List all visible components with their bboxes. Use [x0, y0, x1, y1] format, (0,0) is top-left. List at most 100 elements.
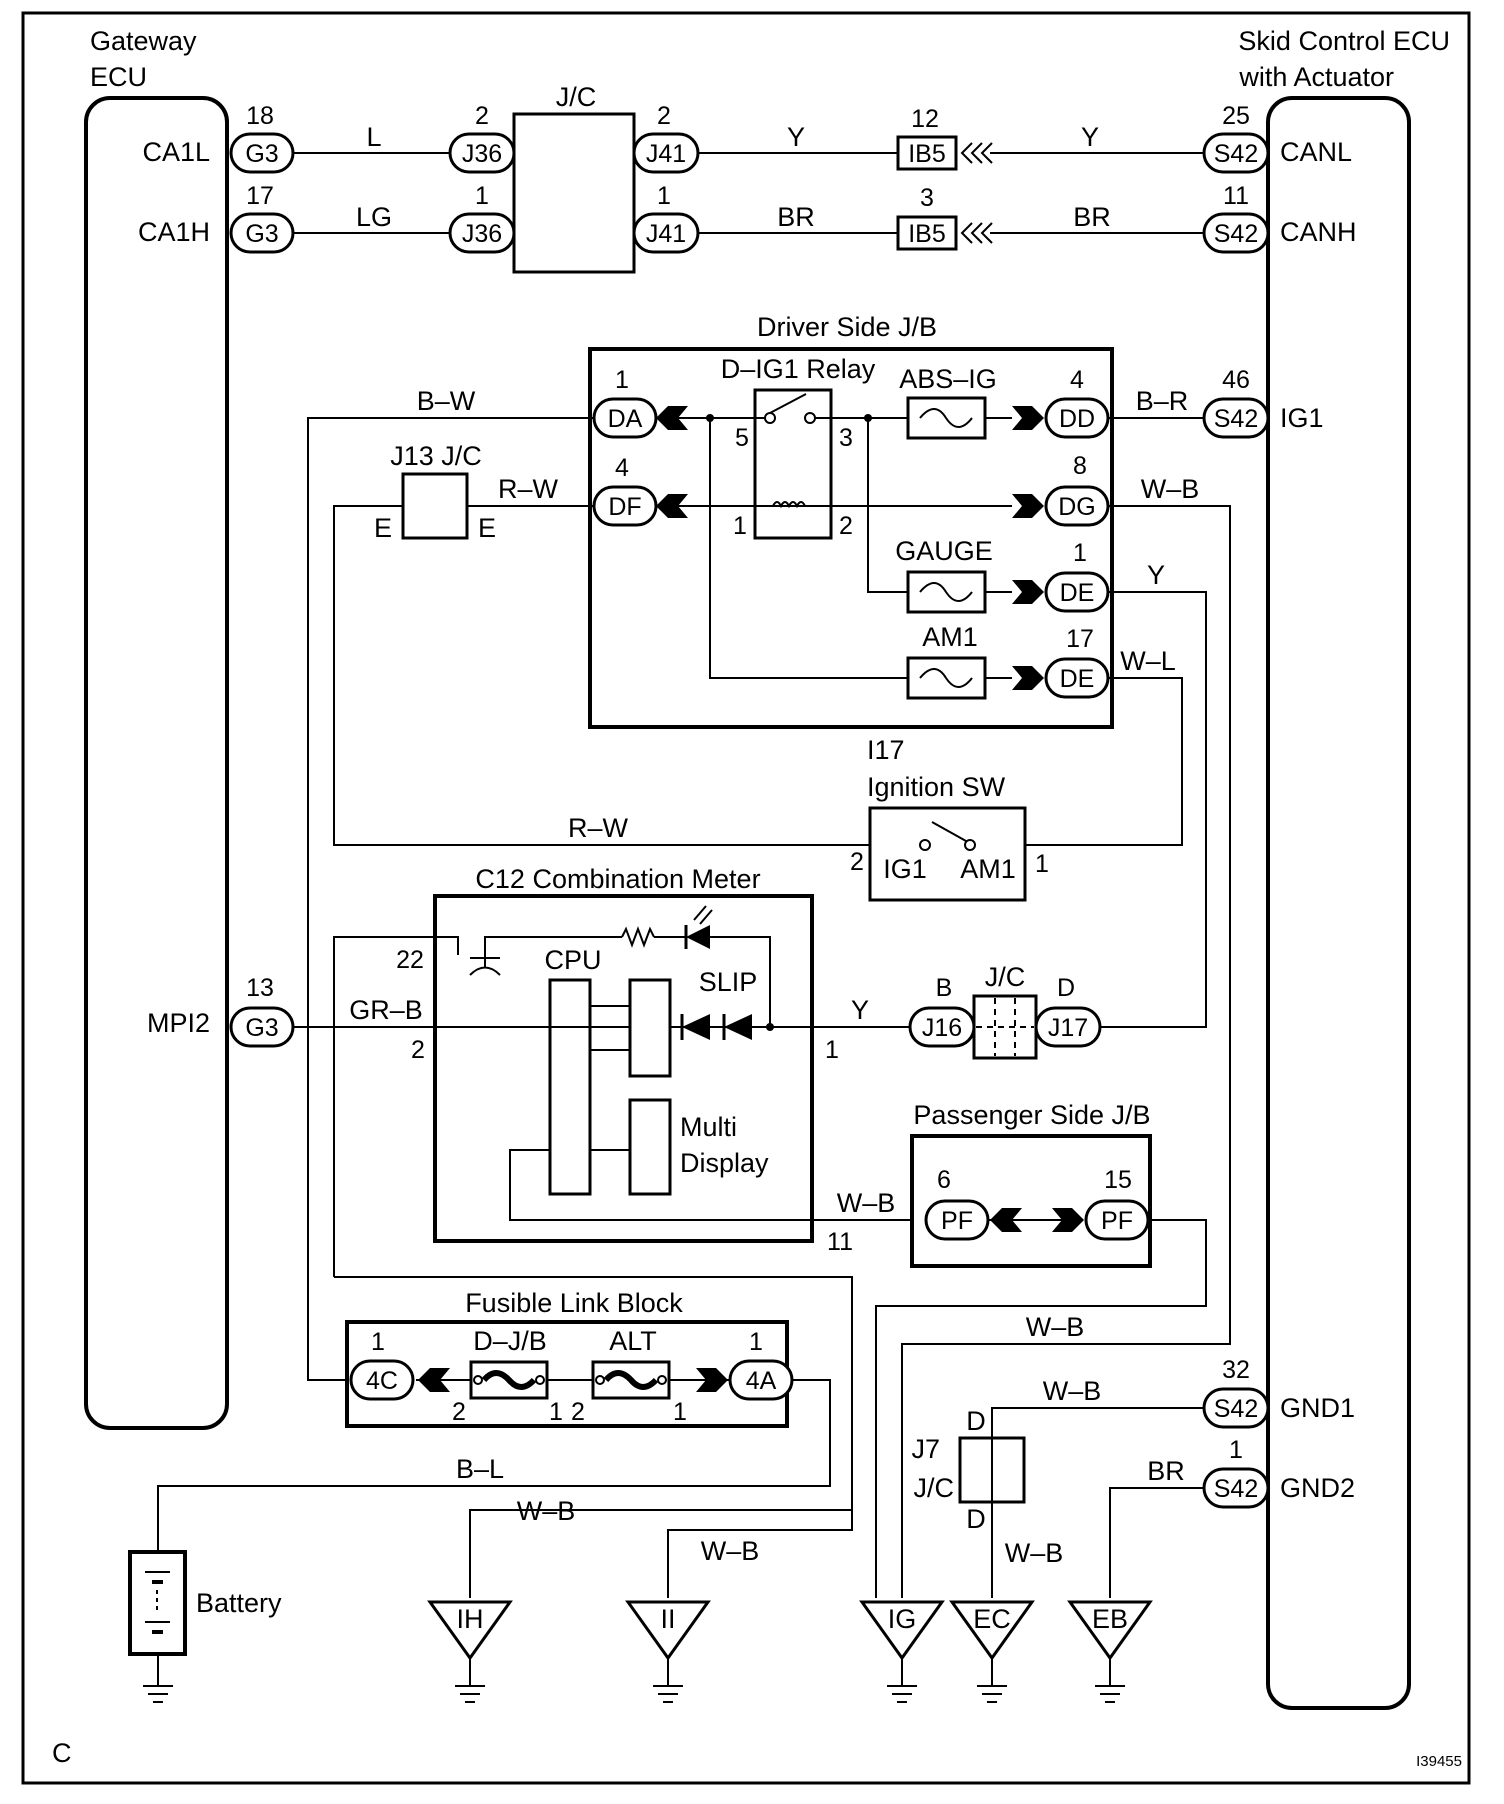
svg-text:IB5: IB5	[908, 140, 946, 168]
connector-g3-mpi2: G3	[229, 1006, 295, 1048]
pin-4c-1: 1	[371, 1328, 385, 1356]
connector-j16: J16	[908, 1006, 976, 1048]
relay-pin-1: 1	[733, 512, 747, 540]
j13-box	[401, 472, 469, 540]
gateway-pin-mpi2: MPI2	[147, 1008, 210, 1038]
j13-label: J13 J/C	[390, 441, 482, 471]
j13-e-left: E	[374, 513, 392, 543]
wire-label-wb-gnd1: W–B	[1043, 1376, 1102, 1406]
gateway-ecu-title-2: ECU	[90, 62, 147, 92]
dd-arrow-icon	[1012, 406, 1044, 430]
ground-ec-icon	[977, 1685, 1007, 1703]
ign-switch-blade	[931, 821, 967, 842]
meter-pin-11: 11	[827, 1228, 853, 1256]
svg-text:DA: DA	[608, 405, 643, 433]
relay-pin-3: 3	[839, 424, 853, 452]
gateway-ecu-title-1: Gateway	[90, 26, 197, 56]
connector-ib5-bot: IB5	[896, 215, 958, 251]
fusible-alt-dot-r	[657, 1375, 667, 1385]
fl-dj-pin-1: 1	[549, 1398, 563, 1426]
pin-dd-4: 4	[1070, 366, 1084, 394]
fl-dj-pin-2: 2	[452, 1398, 466, 1426]
svg-text:S42: S42	[1214, 405, 1258, 433]
svg-text:IH: IH	[457, 1604, 484, 1634]
svg-text:DD: DD	[1059, 405, 1095, 433]
connector-de-am1: DE	[1044, 657, 1110, 699]
resistor-icon	[621, 926, 655, 948]
svg-text:EB: EB	[1092, 1604, 1128, 1634]
fusible-dj-link-icon	[481, 1370, 537, 1390]
wire-bw	[307, 417, 594, 1381]
svg-text:IB5: IB5	[908, 220, 946, 248]
connector-da: DA	[592, 397, 658, 439]
wire-wb-gnd1	[991, 1407, 1206, 1438]
battery-ground-icon	[143, 1685, 173, 1703]
pin-j36-2: 2	[475, 102, 489, 130]
meter-cpu-label: CPU	[544, 945, 601, 975]
gateway-pin-ca1h: CA1H	[138, 217, 210, 247]
wire-label-wb-pf2: W–B	[1026, 1312, 1085, 1342]
connector-pf-right: PF	[1084, 1199, 1150, 1241]
connector-s42-canl: S42	[1202, 132, 1270, 174]
meter-slip-driver	[628, 978, 672, 1078]
ignition-ig1: IG1	[883, 854, 927, 884]
ib5-top-arrow-icon	[960, 142, 993, 164]
ign-pin-1: 1	[1035, 850, 1049, 878]
connector-j41-bot: J41	[632, 212, 700, 254]
fuse-gauge-icon	[919, 582, 973, 602]
meter-cpu-block	[548, 978, 592, 1196]
ground-ii-icon	[653, 1685, 683, 1703]
ib5-bot-arrow-icon	[960, 222, 993, 244]
ground-ig-icon	[887, 1685, 917, 1703]
wire-label-grb: GR–B	[349, 995, 423, 1025]
connector-pf-left: PF	[924, 1199, 990, 1241]
pin-j16-b: B	[936, 974, 953, 1002]
skid-pin-gnd1: GND1	[1280, 1393, 1355, 1423]
wire-label-y-meter: Y	[851, 995, 869, 1025]
connector-4a: 4A	[728, 1359, 794, 1401]
ground-ih: IH	[427, 1600, 513, 1703]
connector-g3-ca1h: G3	[229, 212, 295, 254]
wire-label-bw: B–W	[417, 386, 476, 416]
fusible-alt-dot-l	[595, 1375, 605, 1385]
wire-label-lg: LG	[356, 202, 392, 232]
svg-text:S42: S42	[1214, 220, 1258, 248]
pin-j41-2: 2	[657, 102, 671, 130]
skid-ecu-title-2: with Actuator	[1238, 62, 1394, 92]
fusible-alt-label: ALT	[609, 1326, 657, 1356]
ignition-am1: AM1	[960, 854, 1016, 884]
fusible-dj-dot-r	[535, 1375, 545, 1385]
pin-de-1: 1	[1073, 539, 1087, 567]
pin-de-17: 17	[1066, 625, 1094, 653]
j7-d-bottom: D	[966, 1504, 986, 1534]
meter-wire-led-node	[710, 936, 771, 1027]
ground-ih-icon	[455, 1685, 485, 1703]
svg-text:4C: 4C	[366, 1367, 398, 1395]
ign-contact-left	[919, 839, 931, 851]
wire-label-wb-ec: W–B	[1005, 1538, 1064, 1568]
skid-pin-canl: CANL	[1280, 137, 1352, 167]
meter-pin-1: 1	[825, 1036, 839, 1064]
connector-s42-ig1: S42	[1202, 397, 1270, 439]
pin-s42-1: 1	[1229, 1436, 1243, 1464]
wire-label-br-gnd2: BR	[1147, 1456, 1185, 1486]
svg-text:DG: DG	[1058, 493, 1096, 521]
ground-ii: II	[625, 1600, 711, 1703]
svg-text:PF: PF	[1101, 1207, 1133, 1235]
skid-ecu-body	[1266, 96, 1411, 1710]
wire-label-wb-ii: W–B	[701, 1536, 760, 1566]
wire-label-rw-1: R–W	[498, 474, 559, 504]
connector-j36-top: J36	[448, 132, 516, 174]
fl-alt-pin-1: 1	[673, 1398, 687, 1426]
pin-4a-1: 1	[749, 1328, 763, 1356]
svg-text:II: II	[660, 1604, 675, 1634]
pin-s42-25: 25	[1222, 102, 1250, 130]
gateway-ecu-body	[84, 96, 229, 1430]
diagram-frame	[21, 11, 1471, 1785]
4c-arrow-icon	[418, 1368, 450, 1392]
relay-title: D–IG1 Relay	[721, 354, 876, 384]
wire-br-gnd2	[1109, 1487, 1206, 1598]
diode-2-icon	[724, 1014, 752, 1040]
connector-4c: 4C	[349, 1359, 415, 1401]
